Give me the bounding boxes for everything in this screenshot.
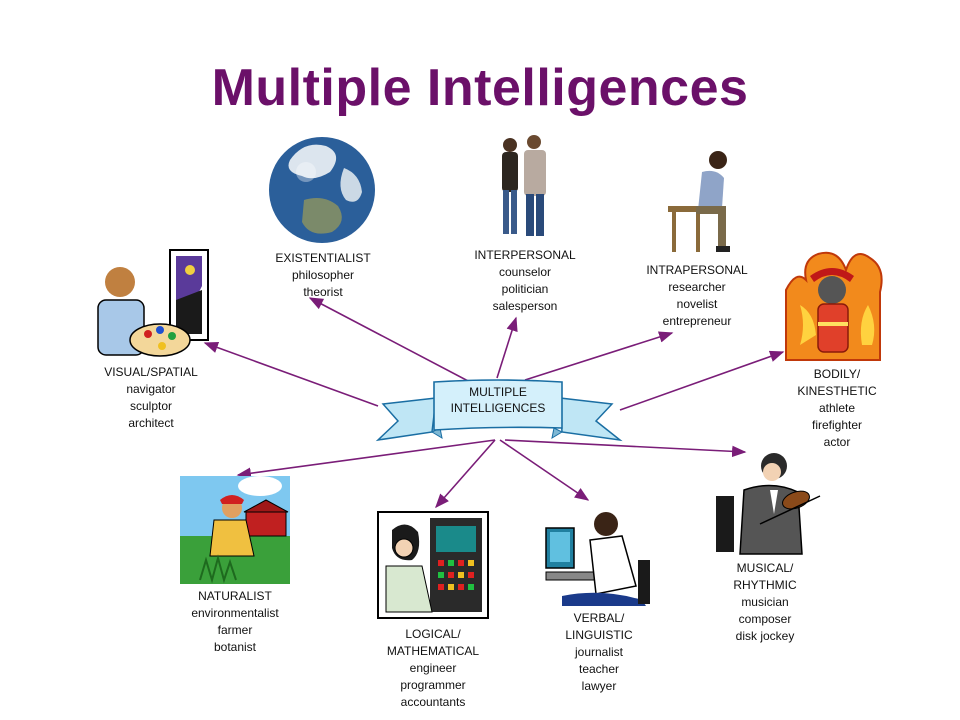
couple-icon bbox=[502, 135, 546, 236]
node-heading-line2: RHYTHMIC bbox=[733, 578, 797, 592]
node-existentialist: EXISTENTIALIST philosopher theorist bbox=[258, 250, 388, 301]
node-heading-line1: BODILY/ bbox=[813, 367, 861, 381]
node-heading-line1: VERBAL/ bbox=[573, 611, 625, 625]
center-ribbon bbox=[375, 379, 623, 442]
node-role: journalist bbox=[574, 645, 624, 659]
globe-icon bbox=[269, 137, 375, 243]
node-role: architect bbox=[128, 416, 174, 430]
node-logical: LOGICAL/ MATHEMATICAL engineer programme… bbox=[368, 626, 498, 711]
arrow-musical bbox=[504, 439, 747, 458]
center-label: MULTIPLE INTELLIGENCES bbox=[436, 384, 560, 416]
computer-operator-icon bbox=[377, 511, 489, 619]
node-role: politician bbox=[501, 282, 549, 296]
node-heading-line1: MUSICAL/ bbox=[736, 561, 794, 575]
node-role: environmentalist bbox=[191, 606, 279, 620]
farmer-icon bbox=[180, 476, 290, 584]
arrow-visual bbox=[203, 342, 379, 407]
connector-arrows bbox=[203, 297, 785, 509]
keypad bbox=[438, 560, 474, 590]
node-role: lawyer bbox=[581, 679, 617, 693]
node-heading: EXISTENTIALIST bbox=[275, 251, 371, 265]
node-role: sculptor bbox=[129, 399, 173, 413]
node-role: researcher bbox=[668, 280, 726, 294]
painter-icon bbox=[97, 249, 209, 357]
node-role: theorist bbox=[303, 285, 343, 299]
node-role: entrepreneur bbox=[662, 314, 732, 328]
arrow-existentialist bbox=[308, 297, 471, 383]
node-role: athlete bbox=[818, 401, 856, 415]
node-heading-line1: LOGICAL/ bbox=[405, 627, 461, 641]
node-role: novelist bbox=[676, 297, 718, 311]
node-role: philosopher bbox=[291, 268, 355, 282]
thinker-icon bbox=[668, 151, 730, 252]
node-role: musician bbox=[741, 595, 789, 609]
node-heading: INTRAPERSONAL bbox=[646, 263, 748, 277]
node-musical: MUSICAL/ RHYTHMIC musician composer disk… bbox=[700, 560, 830, 645]
writer-icon bbox=[545, 512, 650, 606]
node-intrapersonal: INTRAPERSONAL researcher novelist entrep… bbox=[632, 262, 762, 330]
node-role: counselor bbox=[498, 265, 552, 279]
node-naturalist: NATURALIST environmentalist farmer botan… bbox=[170, 588, 300, 656]
node-verbal: VERBAL/ LINGUISTIC journalist teacher la… bbox=[534, 610, 664, 695]
node-heading-line2: LINGUISTIC bbox=[565, 628, 633, 642]
node-role: accountants bbox=[400, 695, 466, 709]
node-role: botanist bbox=[213, 640, 257, 654]
node-heading: VISUAL/SPATIAL bbox=[104, 365, 198, 379]
node-role: actor bbox=[823, 435, 851, 449]
center-label-line1: MULTIPLE bbox=[469, 385, 527, 399]
arrow-verbal bbox=[499, 439, 590, 501]
arrow-naturalist bbox=[236, 439, 496, 479]
arrow-interpersonal bbox=[496, 316, 518, 379]
node-role: teacher bbox=[578, 662, 620, 676]
node-visual: VISUAL/SPATIAL navigator sculptor archit… bbox=[86, 364, 216, 432]
node-heading: NATURALIST bbox=[198, 589, 272, 603]
violinist-icon bbox=[716, 453, 821, 555]
node-role: composer bbox=[738, 612, 792, 626]
node-role: firefighter bbox=[811, 418, 863, 432]
node-bodily: BODILY/ KINESTHETIC athlete firefighter … bbox=[772, 366, 902, 451]
firefighter-icon bbox=[785, 251, 883, 361]
node-interpersonal: INTERPERSONAL counselor politician sales… bbox=[460, 247, 590, 315]
node-role: salesperson bbox=[492, 299, 558, 313]
page-title: Multiple Intelligences bbox=[211, 59, 749, 117]
node-heading-line2: KINESTHETIC bbox=[797, 384, 877, 398]
node-role: engineer bbox=[409, 661, 457, 675]
node-role: farmer bbox=[217, 623, 253, 637]
node-role: programmer bbox=[400, 678, 466, 692]
node-heading: INTERPERSONAL bbox=[474, 248, 576, 262]
node-role: disk jockey bbox=[735, 629, 795, 643]
arrow-logical bbox=[435, 439, 496, 509]
node-heading-line2: MATHEMATICAL bbox=[386, 644, 480, 658]
center-label-line2: INTELLIGENCES bbox=[450, 401, 546, 415]
node-role: navigator bbox=[126, 382, 176, 396]
arrow-intrapersonal bbox=[524, 331, 674, 381]
arrow-bodily bbox=[619, 350, 785, 411]
